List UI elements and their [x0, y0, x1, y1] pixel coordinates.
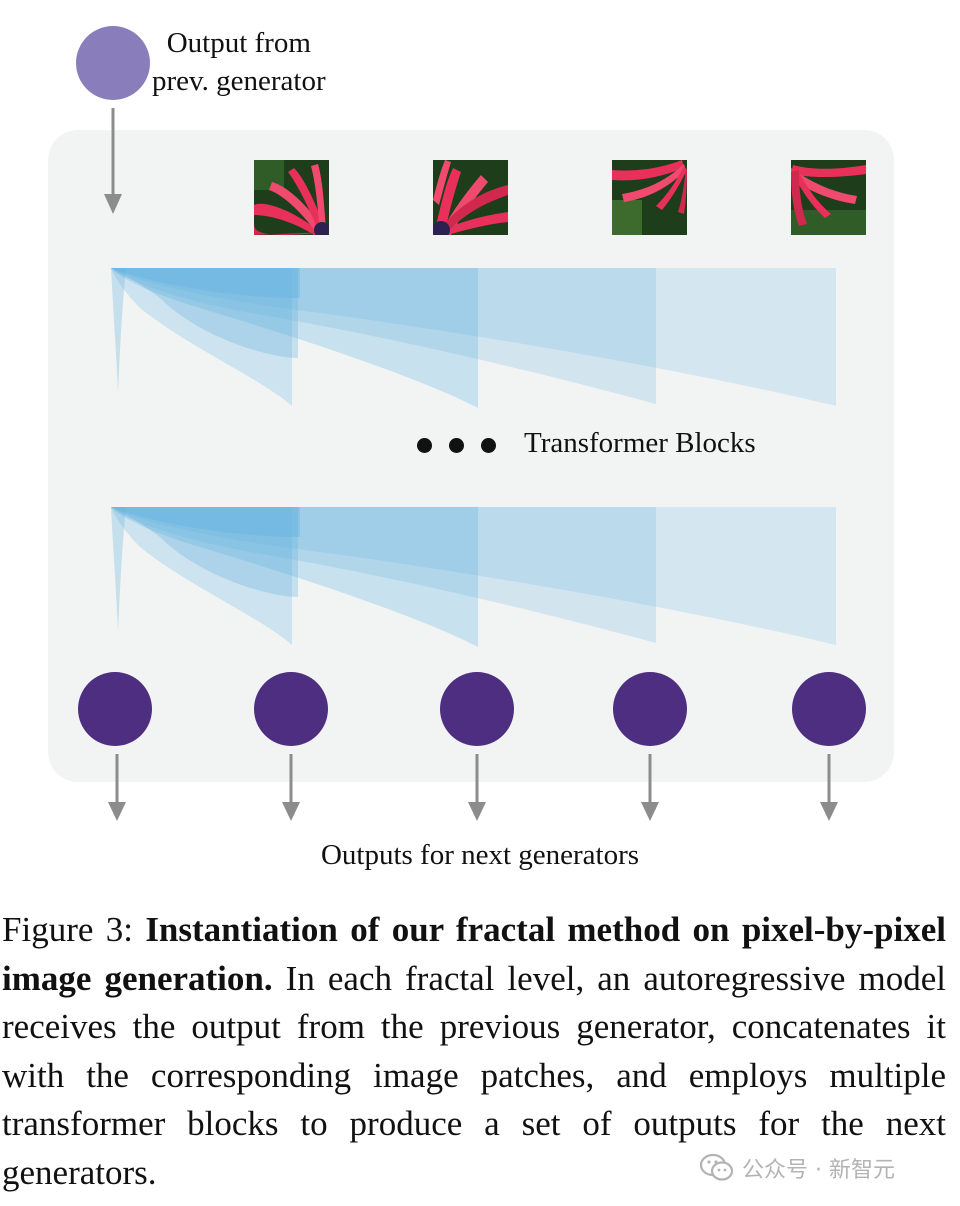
caption-body: In each fractal level, an autoregressive…	[2, 958, 946, 1192]
wechat-icon	[700, 1153, 734, 1181]
input-circle	[76, 26, 150, 100]
diagram-graphics	[76, 26, 866, 821]
caption-figure-label: Figure 3:	[2, 910, 146, 949]
transformer-block-2	[111, 507, 836, 647]
output-arrows	[108, 754, 838, 821]
transformer-block-1	[111, 268, 836, 408]
output-circle-4	[613, 672, 687, 746]
input-label: Output from prev. generator	[152, 24, 326, 100]
outputs-label: Outputs for next generators	[320, 839, 640, 871]
watermark: 公众号 · 新智元	[700, 1146, 895, 1190]
input-arrow	[104, 108, 122, 214]
fractal-diagram: Output from prev. generator Transformer …	[48, 24, 894, 871]
watermark-text: 公众号 · 新智元	[742, 1158, 895, 1183]
output-circle-2	[254, 672, 328, 746]
image-patch-1	[254, 160, 329, 235]
figure-caption: Figure 3: Instantiation of our fractal m…	[2, 906, 946, 1197]
transformer-blocks-label: Transformer Blocks	[524, 427, 756, 459]
image-patch-4	[791, 160, 866, 235]
input-label-line1: Output from	[166, 27, 311, 59]
image-patch-3	[612, 160, 687, 235]
input-label-line2: prev. generator	[152, 65, 326, 97]
output-circle-5	[792, 672, 866, 746]
ellipsis-dots	[415, 436, 499, 456]
caption-title: Instantiation of our fractal method on p…	[2, 910, 947, 998]
output-circle-3	[440, 672, 514, 746]
output-circle-1	[78, 672, 152, 746]
image-patch-2	[433, 160, 508, 235]
